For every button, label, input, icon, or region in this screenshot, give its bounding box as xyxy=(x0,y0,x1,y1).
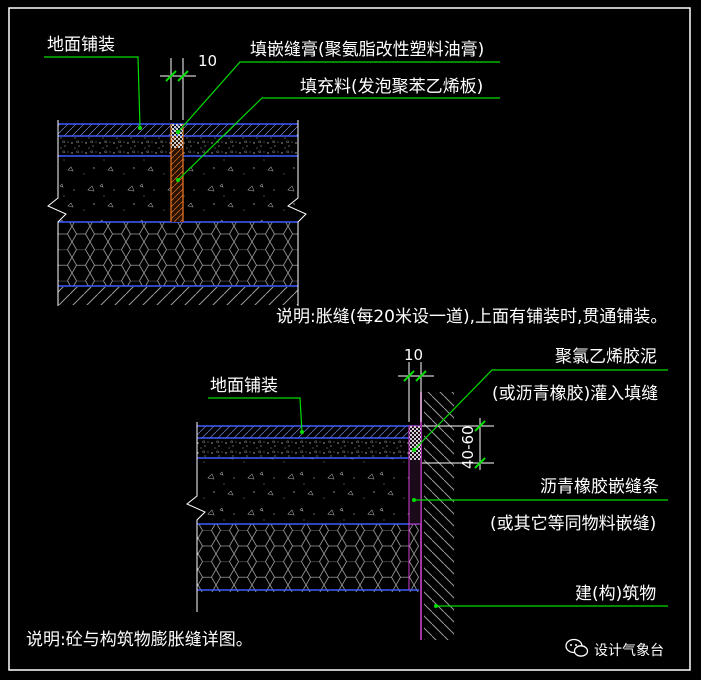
bottom-joint-dimension xyxy=(398,362,434,422)
top-sealant-label: 填嵌缝膏(聚氨脂改性塑料油膏) xyxy=(250,39,484,60)
bottom-note: 说明:砼与构筑物膨胀缝详图。 xyxy=(26,630,253,650)
bottom-break-line xyxy=(186,422,206,612)
watermark-text: 设计气象台 xyxy=(594,643,664,659)
watermark: 设计气象台 xyxy=(565,638,664,659)
bottom-depth-value: 40-60 xyxy=(459,425,477,469)
drawing-frame xyxy=(8,7,691,671)
top-gravel-layer xyxy=(58,222,298,286)
bottom-strip-label-1: 沥青橡胶嵌缝条 xyxy=(540,477,659,497)
bottom-mortar-layer xyxy=(197,438,419,458)
top-ground-hatch xyxy=(58,287,298,305)
bottom-sealant-label-2: (或沥青橡胶)灌入填缝 xyxy=(492,384,658,404)
bottom-depth-dimension xyxy=(422,418,494,470)
top-joint-dimension xyxy=(160,58,196,120)
bottom-joint-width: 10 xyxy=(404,346,423,364)
bottom-gravel-layer xyxy=(197,524,419,592)
top-floor-label: 地面铺装 xyxy=(47,35,115,55)
bottom-paving-layer xyxy=(197,426,419,438)
building-wall-hatch xyxy=(424,392,454,640)
top-break-lines xyxy=(47,120,307,306)
bottom-sealant-label-1: 聚氯乙烯胶泥 xyxy=(555,347,657,367)
top-joint-width: 10 xyxy=(198,52,217,70)
bottom-detail: 10 40-60 地面铺装 聚氯乙烯胶泥 (或沥青橡胶)灌入填缝 沥青橡胶嵌缝条… xyxy=(26,346,668,650)
top-leaders xyxy=(44,56,500,181)
top-detail: 10 地面铺装 填嵌缝膏(聚氨脂改性塑料油膏) 填充料(发泡聚苯乙烯板) 说明:… xyxy=(44,35,667,327)
bottom-concrete-layer xyxy=(197,458,419,524)
wechat-icon xyxy=(565,638,589,657)
bottom-sealant xyxy=(409,426,421,460)
bottom-floor-label: 地面铺装 xyxy=(210,376,278,396)
bottom-building-label: 建(构)筑物 xyxy=(575,584,656,604)
top-filler-label: 填充料(发泡聚苯乙烯板) xyxy=(300,77,483,97)
bottom-layer-lines xyxy=(197,425,419,591)
bottom-leaders xyxy=(208,369,668,607)
top-note: 说明:胀缝(每20米设一道),上面有铺装时,贯通铺装。 xyxy=(276,307,667,327)
bottom-strip-label-2: (或其它等同物料嵌缝) xyxy=(490,514,656,534)
